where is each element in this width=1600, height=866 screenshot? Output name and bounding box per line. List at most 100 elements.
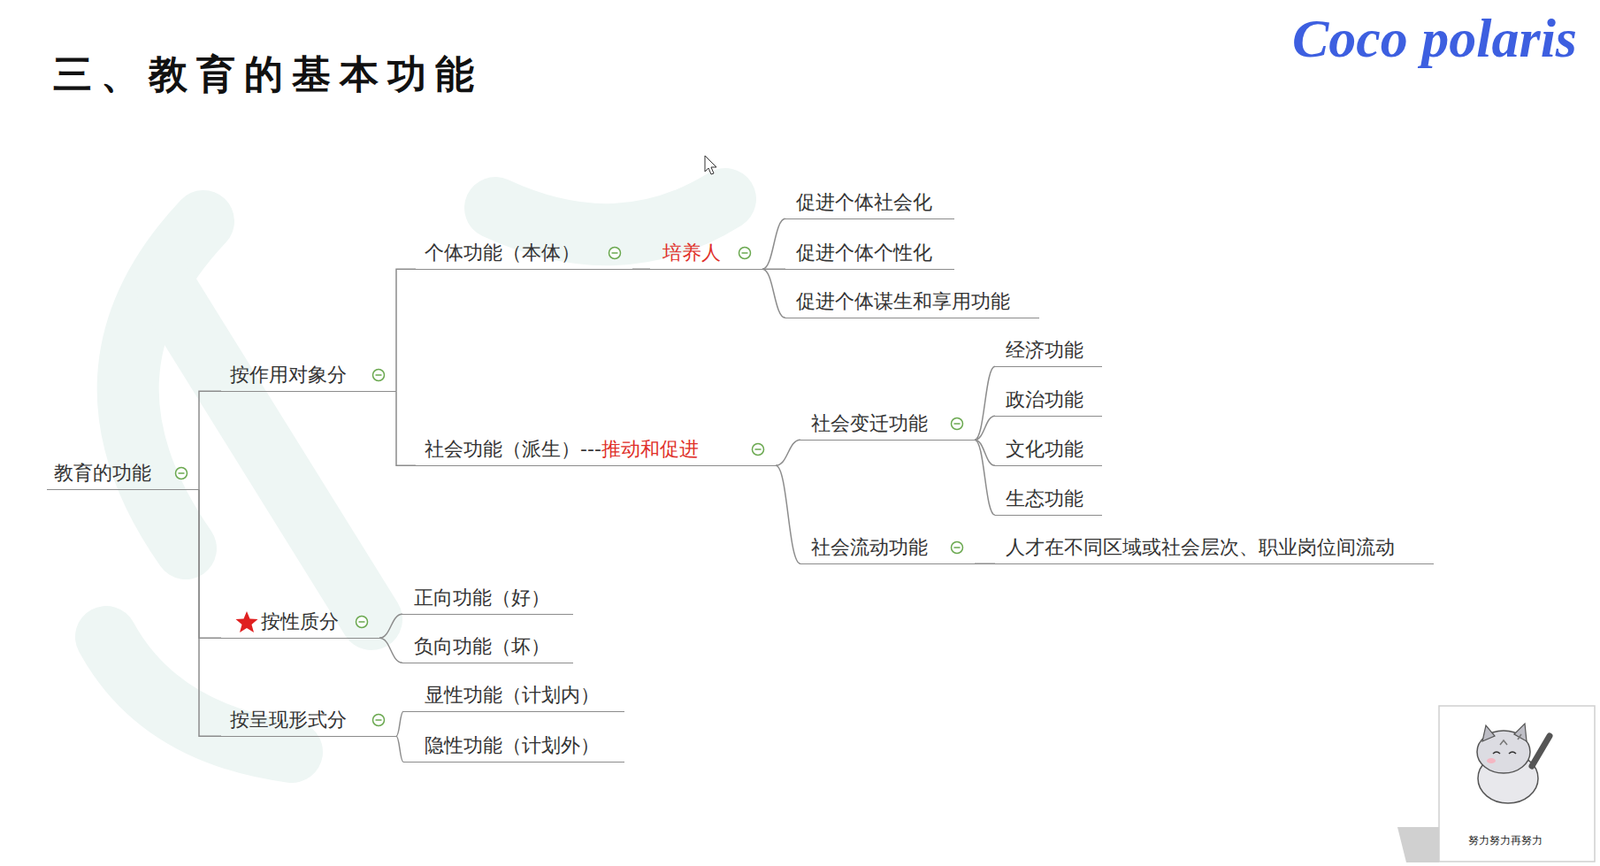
toggle-circle xyxy=(951,418,964,430)
mindmap-topic: 促进个体个性化 xyxy=(785,238,955,270)
mindmap-topic: 政治功能 xyxy=(995,385,1103,417)
connector xyxy=(199,390,222,490)
mouse-cursor xyxy=(704,155,717,175)
mindmap-topic: 文化功能 xyxy=(995,435,1103,467)
topic-text: 促进个体社会化 xyxy=(796,190,933,215)
toggle-minus xyxy=(954,422,961,425)
watermark: Coco polaris xyxy=(1292,7,1578,70)
mindmap-topic: 个体功能（本体） xyxy=(415,238,633,270)
topic-text: 推动和促进 xyxy=(601,436,699,462)
collapse-toggle xyxy=(750,442,766,457)
toggle-minus xyxy=(375,374,383,376)
mindmap-topic: 按作用对象分 xyxy=(221,360,397,392)
star-shape xyxy=(236,611,259,633)
mindmap-topic: 人才在不同区域或社会层次、职业岗位间流动 xyxy=(995,533,1434,565)
topic-text: 按呈现形式分 xyxy=(229,707,347,733)
cat-stripes xyxy=(1500,734,1522,745)
connector xyxy=(974,563,996,566)
connector xyxy=(379,637,403,663)
toggle-minus xyxy=(375,719,383,721)
topic-text: 促进个体个性化 xyxy=(796,240,933,266)
topic-text: 社会变迁功能 xyxy=(811,411,928,437)
topic-text: 文化功能 xyxy=(1005,436,1084,462)
topic-text: 正向功能（好） xyxy=(413,585,551,611)
toggle-circle xyxy=(739,247,751,260)
sticker-shadow xyxy=(1397,826,1440,863)
topic-text: 促进个体谋生和享用功能 xyxy=(796,289,1011,314)
mindmap-topic: 按呈现形式分 xyxy=(221,705,397,737)
topic-text: 负向功能（坏） xyxy=(413,634,551,659)
toggle-circle xyxy=(356,616,368,628)
topic-text: 经济功能 xyxy=(1005,337,1084,363)
topic-text: 教育的功能 xyxy=(53,460,152,486)
connector xyxy=(396,711,404,736)
cat-eyes xyxy=(1492,751,1516,754)
connector xyxy=(632,268,651,271)
connector xyxy=(775,439,801,466)
watermark-arc xyxy=(495,199,726,235)
mindmap-topic: 按性质分 xyxy=(221,607,380,639)
collapse-toggle xyxy=(371,712,386,728)
toggle-minus xyxy=(178,472,185,475)
star-icon xyxy=(235,610,259,634)
connector xyxy=(379,613,403,638)
collapse-toggle xyxy=(607,245,622,261)
background-watermark xyxy=(106,199,726,752)
toggle-minus xyxy=(742,252,749,254)
toggle-circle xyxy=(373,714,385,727)
topic-text: 个体功能（本体） xyxy=(424,240,581,266)
connector xyxy=(396,735,404,762)
toggle-circle xyxy=(609,247,621,260)
connector xyxy=(396,390,416,466)
connector xyxy=(762,268,786,318)
mindmap-topic: 教育的功能 xyxy=(46,459,200,490)
mindmap-topic: 正向功能（好） xyxy=(402,583,574,615)
mindmap-topic: 促进个体谋生和享用功能 xyxy=(785,287,1040,319)
collapse-toggle xyxy=(371,367,386,383)
collapse-toggle xyxy=(354,614,369,629)
mindmap-topic: 隐性功能（计划外） xyxy=(403,731,625,763)
toggle-circle xyxy=(176,467,188,480)
cat-ear xyxy=(1514,723,1527,742)
mindmap-topic: 社会变迁功能 xyxy=(800,409,975,441)
mindmap-topic: 培养人 xyxy=(650,238,763,270)
topic-text: 社会功能（派生）--- xyxy=(424,436,602,462)
mindmap-topic: 促进个体社会化 xyxy=(785,188,955,220)
connector xyxy=(762,268,786,271)
connector xyxy=(974,366,996,440)
mindmap-topic: 经济功能 xyxy=(995,336,1103,368)
topic-text: 培养人 xyxy=(662,240,721,266)
cat-arm xyxy=(1531,735,1550,766)
toggle-circle xyxy=(373,369,385,382)
connector xyxy=(396,268,416,391)
connector xyxy=(974,439,996,515)
connector xyxy=(775,465,801,564)
collapse-toggle xyxy=(174,466,189,481)
mindmap-topic: 社会流动功能 xyxy=(800,533,975,565)
toggle-minus xyxy=(612,252,619,254)
slide-title: 三、教育的基本功能 xyxy=(53,49,483,100)
cat-ear xyxy=(1482,725,1495,742)
cat-illustration xyxy=(1477,723,1550,804)
collapse-toggle xyxy=(949,540,965,555)
cat-blush xyxy=(1486,757,1496,764)
mindmap-topic: 生态功能 xyxy=(995,484,1103,516)
mindmap-topic: 显性功能（计划内） xyxy=(403,681,625,712)
connector xyxy=(199,489,222,638)
topic-text: 按作用对象分 xyxy=(229,362,347,388)
topic-text: 隐性功能（计划外） xyxy=(424,733,600,758)
toggle-minus xyxy=(755,448,762,451)
topic-text: 政治功能 xyxy=(1005,387,1084,413)
mindmap-topic: 社会功能（派生）---推动和促进 xyxy=(415,435,776,467)
toggle-minus xyxy=(954,546,961,549)
toggle-circle xyxy=(752,444,765,456)
connector xyxy=(974,415,996,440)
topic-text: 社会流动功能 xyxy=(811,535,928,560)
sticker-caption: 努力努力再努力 xyxy=(1468,833,1543,849)
topic-text: 显性功能（计划内） xyxy=(424,682,600,708)
collapse-toggle xyxy=(737,245,752,261)
mindmap-topic: 负向功能（坏） xyxy=(402,632,574,664)
collapse-toggle xyxy=(949,416,965,431)
